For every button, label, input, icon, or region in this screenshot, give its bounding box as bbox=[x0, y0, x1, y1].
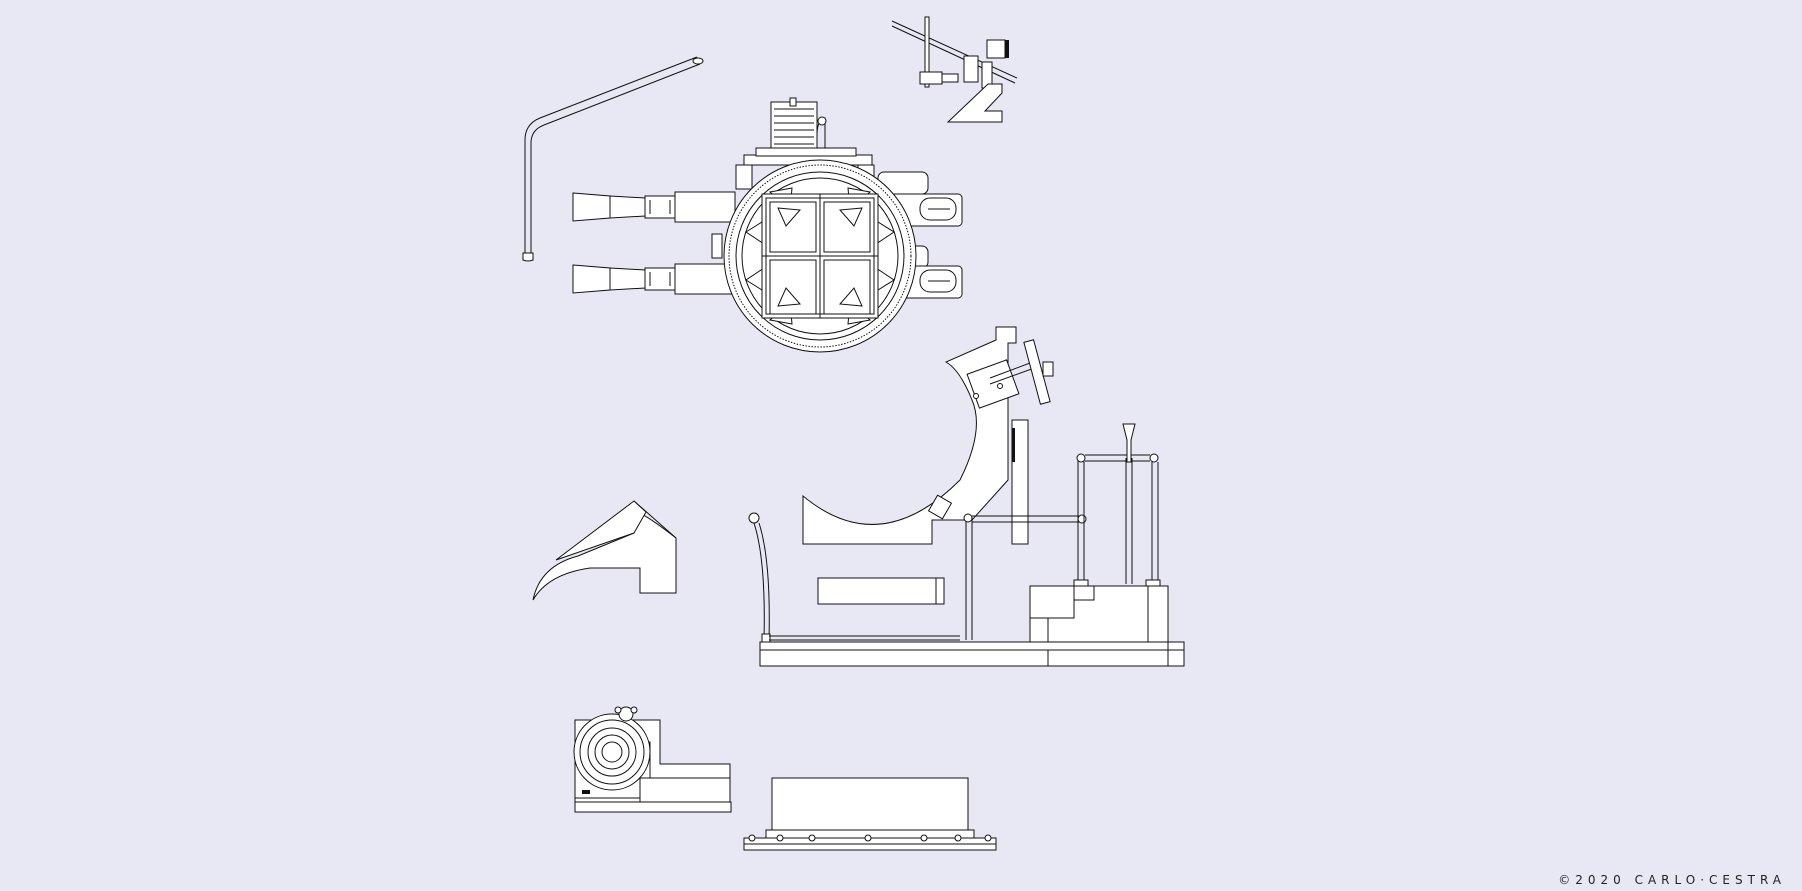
wedge-part bbox=[533, 501, 676, 600]
copyright-notice: ©2020 CARLO·CESTRA bbox=[1558, 873, 1786, 887]
flat-bar-part bbox=[818, 578, 944, 604]
seat-chassis-assembly bbox=[749, 327, 1184, 666]
base-block-part bbox=[744, 778, 996, 850]
motor-unit-part bbox=[574, 707, 731, 812]
bent-rod-part bbox=[523, 57, 703, 261]
lever-arm-part bbox=[892, 17, 1017, 122]
turret-assembly bbox=[573, 98, 962, 352]
